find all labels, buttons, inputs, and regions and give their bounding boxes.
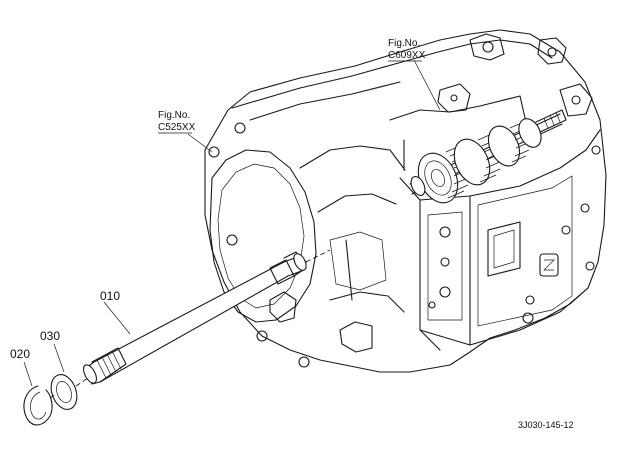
gear-shaft-assembly (409, 109, 567, 204)
snap-ring-part-020 (23, 385, 57, 426)
shaft-part-010 (83, 249, 331, 385)
reference-label-c609xx: Fig.No. C609XX (388, 38, 426, 62)
reference-label-c525xx: Fig.No. C525XX (158, 110, 196, 134)
leader-lines (23, 59, 441, 387)
drawing-code: 3J030-145-12 (518, 420, 574, 430)
washer-part-030 (50, 374, 89, 410)
transmission-case (204, 29, 607, 373)
part-number-020: 020 (10, 347, 30, 361)
reference-label-line2: C609XX (388, 50, 426, 61)
reference-label-line1: Fig.No. (158, 110, 190, 121)
part-number-030: 030 (40, 329, 60, 343)
part-number-010: 010 (100, 289, 120, 303)
reference-label-line1: Fig.No. (388, 38, 420, 49)
reference-label-line2: C525XX (158, 122, 196, 133)
